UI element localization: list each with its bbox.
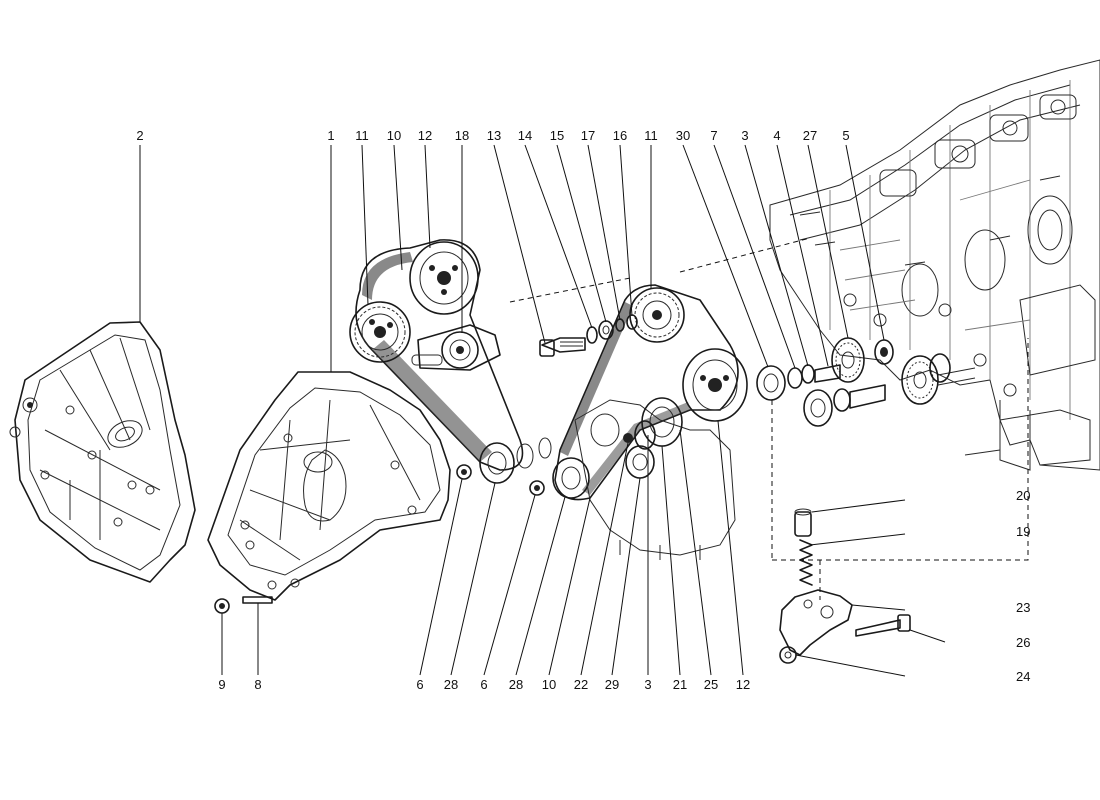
- label-belt-10: 10: [387, 128, 401, 143]
- bearing-30[interactable]: [756, 365, 786, 401]
- idler-pulley-left[interactable]: [479, 437, 552, 484]
- timing-cover-right[interactable]: [207, 371, 451, 601]
- bushing-24[interactable]: [779, 646, 797, 664]
- nut-9[interactable]: [214, 598, 230, 614]
- label-washer-15: 15: [550, 128, 564, 143]
- gear-27[interactable]: [831, 337, 865, 383]
- label-nut-9: 9: [218, 677, 225, 692]
- label-part-3-top: 3: [741, 128, 748, 143]
- label-gear-27: 27: [803, 128, 817, 143]
- label-pulley-11: 11: [355, 128, 369, 143]
- idler-pulley-right[interactable]: [529, 457, 590, 499]
- part-number-labels: 2 1 11 10 12 18 13 14 15 17 16 11 30 7 3…: [136, 128, 1030, 692]
- label-cover-left: 2: [136, 128, 143, 143]
- label-part-25: 25: [704, 677, 718, 692]
- label-idler-6b: 6: [480, 677, 487, 692]
- label-idler-28a: 28: [444, 677, 458, 692]
- label-part-3-bottom: 3: [644, 677, 651, 692]
- label-pulley-12: 12: [418, 128, 432, 143]
- nut-left[interactable]: [456, 464, 472, 480]
- camshaft-pulley-left[interactable]: [349, 301, 411, 363]
- label-bolt-13: 13: [487, 128, 501, 143]
- label-clip-16: 16: [613, 128, 627, 143]
- belt-tensioner[interactable]: [411, 324, 501, 371]
- label-bearing-5: 5: [842, 128, 849, 143]
- label-idler-28b: 28: [509, 677, 523, 692]
- camshaft-pulley-top[interactable]: [409, 241, 479, 315]
- timing-belt-right[interactable]: [554, 284, 739, 501]
- label-cover-right: 1: [327, 128, 334, 143]
- bolt-26[interactable]: [855, 614, 911, 637]
- shaft-parts-7-3-4[interactable]: [787, 364, 841, 389]
- label-belt-10b: 10: [542, 677, 556, 692]
- engine-block: [769, 59, 1100, 471]
- label-sleeve-20: 20: [1016, 488, 1030, 503]
- timing-cover-left[interactable]: [9, 321, 196, 583]
- label-part-4: 4: [773, 128, 780, 143]
- label-nut-6a: 6: [416, 677, 423, 692]
- label-spring-19: 19: [1016, 524, 1030, 539]
- label-washer-14: 14: [518, 128, 532, 143]
- label-tensioner-18: 18: [455, 128, 469, 143]
- leader-lines: [139, 144, 946, 677]
- bolt-13[interactable]: [539, 337, 586, 357]
- label-pulley-12b: 12: [736, 677, 750, 692]
- gear-cluster-center[interactable]: [623, 397, 683, 479]
- spring-19[interactable]: [799, 539, 813, 586]
- label-part-29: 29: [605, 677, 619, 692]
- label-washer-17: 17: [581, 128, 595, 143]
- bearing-5[interactable]: [874, 339, 894, 365]
- lower-gear-assembly[interactable]: [803, 353, 976, 427]
- stud-8[interactable]: [242, 596, 273, 604]
- label-bolt-26: 26: [1016, 635, 1030, 650]
- label-bearing-30: 30: [676, 128, 690, 143]
- label-stud-8: 8: [254, 677, 261, 692]
- crankshaft-pulley[interactable]: [682, 348, 748, 422]
- sleeve-20[interactable]: [794, 508, 812, 537]
- label-pulley-11b: 11: [644, 128, 658, 143]
- oil-pump-housing: [574, 399, 736, 560]
- label-part-21: 21: [673, 677, 687, 692]
- camshaft-pulley-right[interactable]: [629, 287, 685, 343]
- bracket-23[interactable]: [779, 589, 853, 656]
- assembly-guide-lines: [509, 237, 1029, 600]
- label-part-7: 7: [710, 128, 717, 143]
- label-bushing-24: 24: [1016, 669, 1030, 684]
- label-part-22: 22: [574, 677, 588, 692]
- label-bracket-23: 23: [1016, 600, 1030, 615]
